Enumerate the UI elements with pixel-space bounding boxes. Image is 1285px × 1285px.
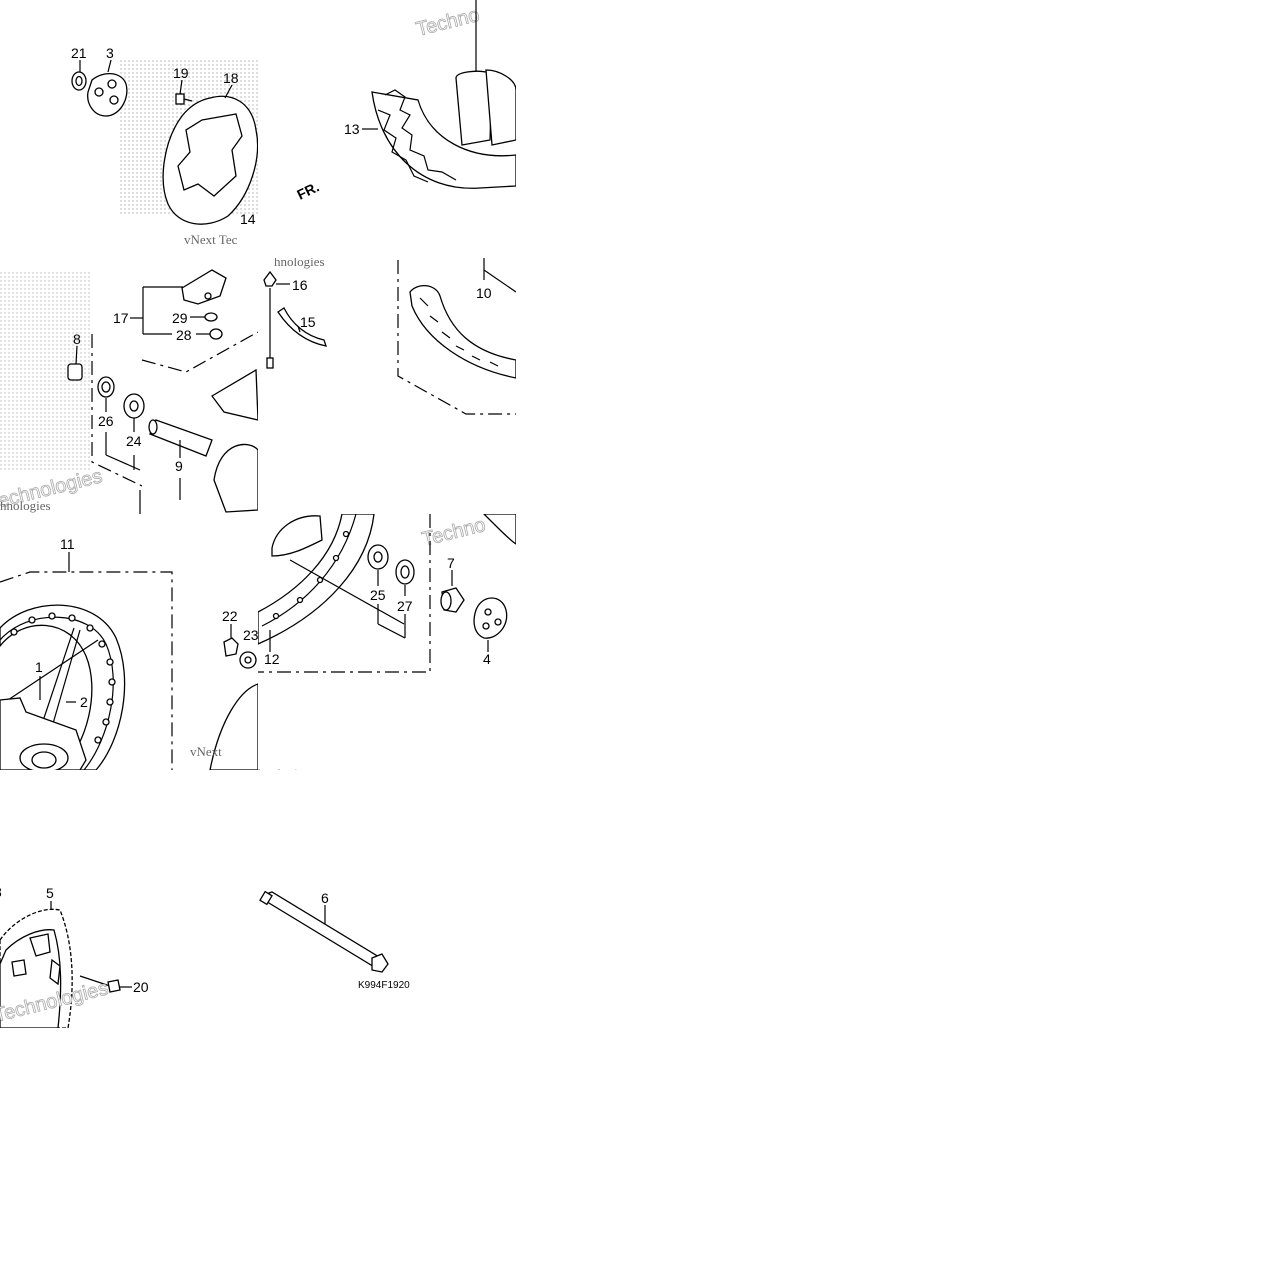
chain-slider [181, 269, 227, 305]
washer-23 [239, 651, 257, 669]
part-label: 23 [243, 627, 259, 643]
collar-29 [204, 312, 218, 322]
hub-flange [271, 515, 323, 557]
rim-band [277, 307, 327, 347]
part-label: 14 [240, 211, 256, 227]
part-label: 15 [300, 314, 316, 330]
nut-28 [209, 328, 223, 340]
part-label: 2 [80, 694, 88, 710]
part-label: 16 [292, 277, 308, 293]
tile-brake-disc: 21 3 19 18 14 vNext Tec [71, 45, 258, 247]
nut-22 [223, 637, 239, 657]
tire [371, 69, 516, 189]
part-label: 6 [321, 890, 329, 906]
front-direction-label: FR. [294, 178, 321, 202]
sprocket-partial [209, 683, 258, 770]
watermark-text: Techno [414, 4, 482, 41]
part-label: 18 [223, 70, 239, 86]
rim-holes [10, 612, 116, 744]
side-collar-7 [440, 587, 465, 613]
rim-right [258, 514, 375, 645]
watermark-text: vNext [190, 744, 222, 759]
part-label: 12 [264, 651, 280, 667]
dust-seal-27 [395, 559, 415, 585]
side-collar-8 [67, 363, 83, 381]
part-label: 17 [113, 310, 129, 326]
wheel-hub [0, 697, 87, 770]
part-label: 9 [175, 458, 183, 474]
dust-seal-26 [97, 376, 115, 398]
part-label: 28 [176, 327, 192, 343]
part-label: 3 [106, 45, 114, 61]
tile-tire: Techno FR. 13 [294, 0, 516, 203]
part-label: 20 [133, 979, 149, 995]
bearing-25 [367, 544, 389, 570]
diagram-code: K994F1920 [358, 980, 410, 991]
hub-cap [87, 73, 128, 117]
tile-sprocket: 8 5 20 Technologies [0, 884, 149, 1028]
spokes [7, 627, 99, 735]
watermark-text: hnologies [274, 254, 325, 269]
rear-hub [211, 368, 258, 513]
part-label: 10 [476, 285, 492, 301]
sprocket [0, 908, 73, 1028]
tile-wheel-rim: 11 1 2 22 23 vNext [0, 536, 259, 770]
tile-tube: 16 15 10 hnologies [263, 254, 516, 415]
watermark-text: hnologies [258, 766, 309, 781]
part-label: 11 [60, 536, 75, 552]
part-label: 4 [483, 651, 491, 667]
part-label: 27 [397, 598, 413, 614]
wheel-cap-4 [473, 597, 508, 639]
part-label: 8 [73, 331, 81, 347]
part-label: 19 [173, 65, 189, 81]
part-label: 5 [46, 885, 54, 901]
brake-disc [162, 95, 258, 225]
part-label: 21 [71, 45, 87, 61]
valve-nut [263, 270, 277, 287]
part-label: 22 [222, 608, 238, 624]
inner-tube [409, 285, 516, 379]
part-label: 29 [172, 310, 188, 326]
tile-wheel-right: Techno [258, 514, 516, 781]
axle-shaft [259, 890, 389, 973]
part-label: 24 [126, 433, 142, 449]
part-label: 8 [0, 884, 2, 900]
part-label: 25 [370, 587, 386, 603]
part-label: 26 [98, 413, 114, 429]
sprocket-bolt [79, 975, 121, 993]
part-label: 1 [35, 659, 43, 675]
distance-collar-9 [148, 419, 213, 457]
part-label: 7 [447, 555, 455, 571]
watermark-text: hnologies [0, 498, 51, 513]
part-label: 13 [344, 121, 360, 137]
tile-hub-bearings: Technologies [0, 269, 258, 514]
bearing-24 [123, 393, 145, 419]
watermark-text: vNext Tec [184, 232, 238, 247]
tile-axle: 6 K994F1920 [259, 890, 410, 991]
collar-nut [71, 71, 87, 91]
